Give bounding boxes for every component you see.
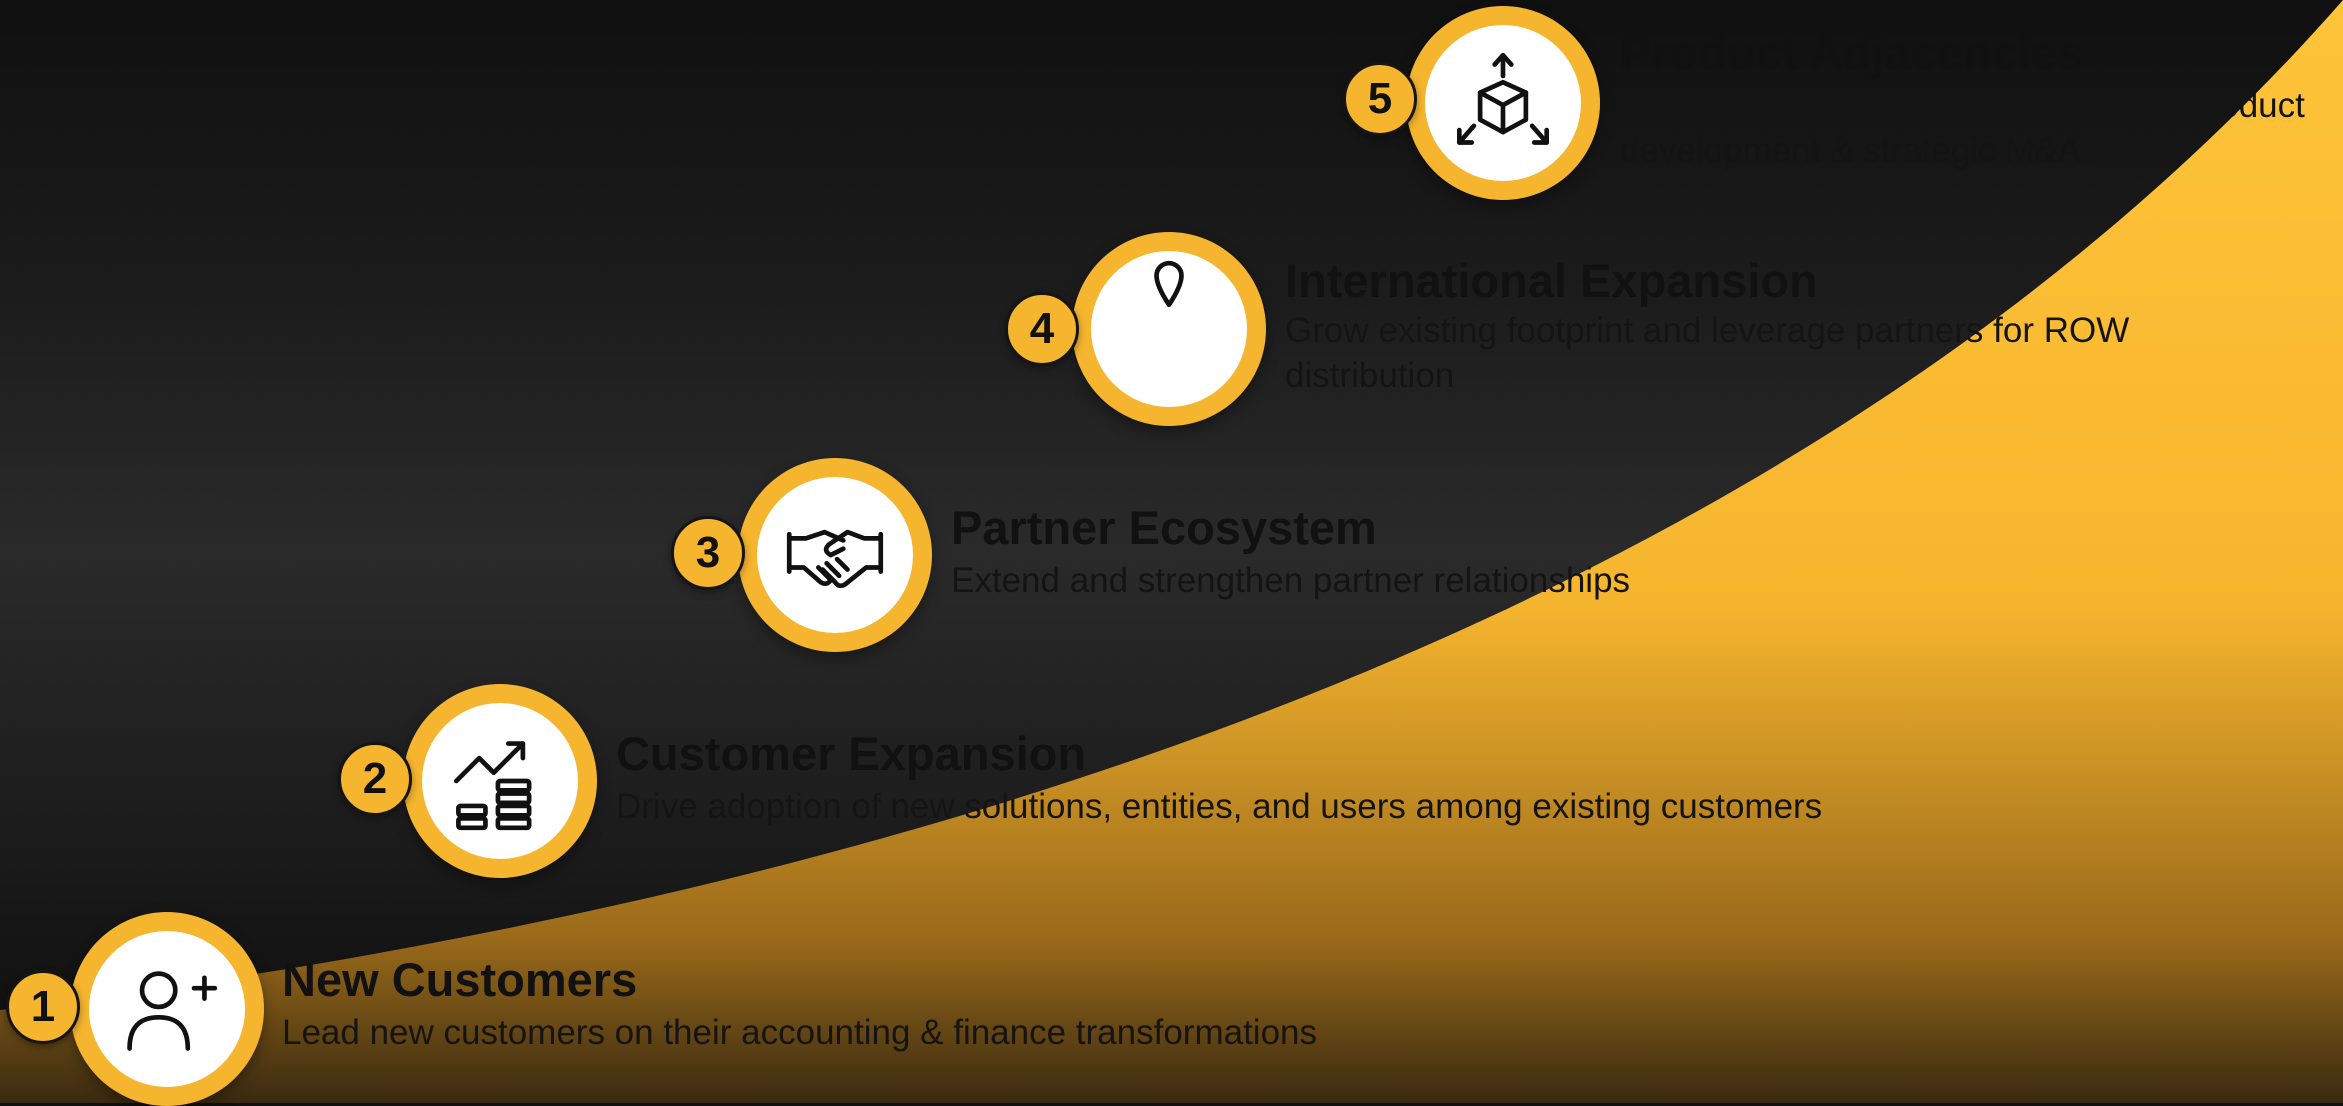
step-number-badge: 3	[671, 516, 745, 590]
step-number-badge: 4	[1005, 292, 1079, 366]
location-pin-icon	[1154, 260, 1184, 308]
step-title: Product Adjacencies	[1620, 26, 2084, 79]
step-number-badge: 2	[338, 742, 412, 816]
step-title: International Expansion	[1285, 254, 1818, 307]
step-description: Drive adoption of new solutions, entitie…	[616, 787, 1823, 826]
icon-disc	[1425, 25, 1581, 181]
step-title: New Customers	[282, 953, 638, 1006]
step-title: Partner Ecosystem	[951, 501, 1377, 554]
step-title: Customer Expansion	[616, 727, 1087, 780]
box-expand-icon	[1456, 52, 1550, 145]
icon-disc	[1091, 251, 1247, 407]
growth-chart-coins-icon	[453, 741, 532, 831]
step-number-badge: 5	[1343, 62, 1417, 136]
step-description: Grow existing footprint and leverage par…	[1285, 311, 2130, 395]
step-description: Extend and strengthen partner relationsh…	[951, 561, 1631, 600]
icon-ring	[70, 912, 264, 1106]
handshake-icon	[786, 529, 884, 589]
icon-ring	[738, 458, 932, 652]
icon-disc	[757, 477, 913, 633]
step-description: Lead new customers on their accounting &…	[282, 1013, 1318, 1052]
icon-ring	[1072, 232, 1266, 426]
step-number-badge: 1	[6, 970, 80, 1044]
icon-ring	[403, 684, 597, 878]
icon-ring	[1406, 6, 1600, 200]
step-description: Expand to relevant adjacencies with prod…	[1620, 86, 2305, 170]
person-add-icon	[127, 971, 218, 1051]
icon-disc	[89, 931, 245, 1087]
icon-disc	[422, 703, 578, 859]
